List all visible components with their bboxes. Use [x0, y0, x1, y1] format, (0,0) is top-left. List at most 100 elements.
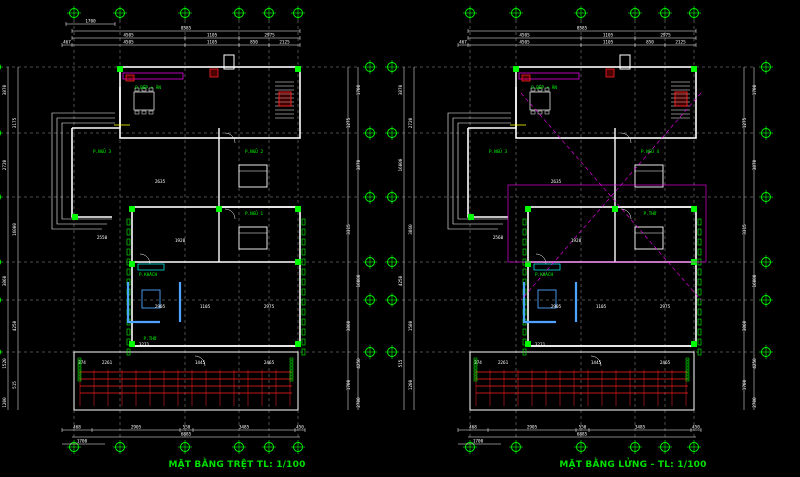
bottom-dimension-label: 450: [296, 425, 304, 431]
interior-dimension-label: 2261: [102, 360, 113, 366]
dining-chair: [530, 110, 536, 115]
window-strip: [301, 288, 306, 296]
interior-dimension-label: 1920: [571, 238, 582, 244]
top-dimension-label: 1105: [207, 40, 218, 46]
left-dimension-label: 2720: [2, 159, 8, 170]
coffee-table: [141, 289, 161, 309]
column-marker: [216, 206, 222, 212]
kitchen-outer-wall: [119, 66, 301, 139]
dining-chair: [141, 87, 147, 92]
porch-column-strip: [473, 369, 478, 373]
bottom-dimension-label: 1700: [77, 439, 88, 445]
window-strip: [697, 308, 702, 316]
window-strip: [697, 268, 702, 276]
door-swing: [224, 208, 236, 220]
left-dimension-label: 515: [398, 359, 404, 367]
terrace-railing: [447, 112, 511, 230]
interior-dimension-label: 2635: [155, 179, 166, 185]
tv-console: [533, 263, 561, 271]
column-marker: [295, 206, 301, 212]
dining-chair: [148, 110, 154, 115]
left-dimension-label: 3870: [398, 84, 404, 95]
bottom-dimension-label: 468: [73, 425, 81, 431]
room-label: P.THỜ: [144, 335, 157, 342]
west-wing-wall: [467, 87, 517, 218]
kitchen-sink: [125, 74, 135, 82]
room-label: P.BẾP + ĂN: [531, 83, 557, 91]
porch-column-strip: [77, 372, 82, 376]
top-dimension-label: 4505: [519, 40, 530, 46]
column-marker: [691, 66, 697, 72]
top-dimension-label: 2975: [660, 33, 671, 39]
left-dimension-label: 1200: [408, 379, 414, 390]
top-dimension-label: 850: [250, 40, 258, 46]
top-dimension-label: 8585: [577, 26, 588, 32]
porch-column-strip: [473, 366, 478, 370]
mezzanine-floor-title: MẶT BẰNG LỬNG - TL: 1/100: [559, 457, 706, 470]
window-strip: [301, 268, 306, 276]
left-dimension-label: 16000: [398, 158, 404, 171]
window-strip: [697, 298, 702, 306]
right-dimension-label: 1275: [742, 117, 748, 128]
window-strip: [522, 238, 527, 246]
porch-column-strip: [77, 357, 82, 361]
top-dimension-label: 2125: [675, 40, 686, 46]
door-swing: [194, 355, 206, 367]
left-dimension-label: 16000: [12, 223, 18, 236]
window-strip: [126, 258, 131, 266]
west-wing-wall: [71, 87, 121, 218]
porch-column-strip: [473, 375, 478, 379]
bottom-dimension-label: 450: [692, 425, 700, 431]
right-dimension-label: 2700: [356, 397, 362, 408]
right-dimension-label: 1700: [742, 379, 748, 390]
dining-chair: [537, 87, 543, 92]
room-label: P.BẾP + ĂN: [135, 83, 161, 91]
bathroom-fixture: [674, 91, 688, 107]
window-strip: [301, 308, 306, 316]
porch-column-strip: [289, 369, 294, 373]
window-strip: [126, 268, 131, 276]
right-dimension-label: 3860: [346, 320, 352, 331]
tv-console: [137, 263, 165, 271]
left-dimension-label: 3860: [2, 275, 8, 286]
window-strip: [522, 268, 527, 276]
front-porch: [73, 351, 299, 411]
column-marker: [513, 66, 519, 72]
right-dimension-label: 3315: [742, 224, 748, 235]
interior-dimension-label: 2261: [498, 360, 509, 366]
top-dimension-label: 1105: [207, 33, 218, 39]
bottom-dimension-label: 6885: [181, 432, 192, 438]
left-dimension-label: 515: [12, 381, 18, 389]
interior-dimension-label: 1105: [200, 304, 211, 310]
window-strip: [301, 278, 306, 286]
window-strip: [126, 248, 131, 256]
column-marker: [129, 341, 135, 347]
dining-chair: [530, 87, 536, 92]
dining-chair: [141, 110, 147, 115]
right-dimension-label: 16000: [356, 274, 362, 287]
column-marker: [525, 261, 531, 267]
dining-chair: [148, 87, 154, 92]
bottom-dimension-label: 2905: [527, 425, 538, 431]
dining-chair: [134, 87, 140, 92]
interior-dimension-label: 2465: [264, 360, 275, 366]
column-marker: [129, 261, 135, 267]
right-dimension-label: 1700: [752, 84, 758, 95]
terrace-railing: [457, 122, 511, 220]
porch-column-strip: [77, 375, 82, 379]
interior-dimension-label: 3271: [139, 342, 150, 348]
column-marker: [295, 259, 301, 265]
porch-column-strip: [289, 357, 294, 361]
porch-column-strip: [685, 360, 690, 364]
column-marker: [72, 214, 78, 220]
top-dimension-label: 8585: [181, 26, 192, 32]
room-label: P.NGỦ 2: [245, 147, 264, 155]
kitchen-counter: [518, 72, 580, 80]
porch-column-strip: [289, 375, 294, 379]
main-body-wall: [527, 206, 697, 347]
right-dimension-label: 1275: [346, 117, 352, 128]
window-strip: [126, 228, 131, 236]
stove: [605, 68, 615, 78]
